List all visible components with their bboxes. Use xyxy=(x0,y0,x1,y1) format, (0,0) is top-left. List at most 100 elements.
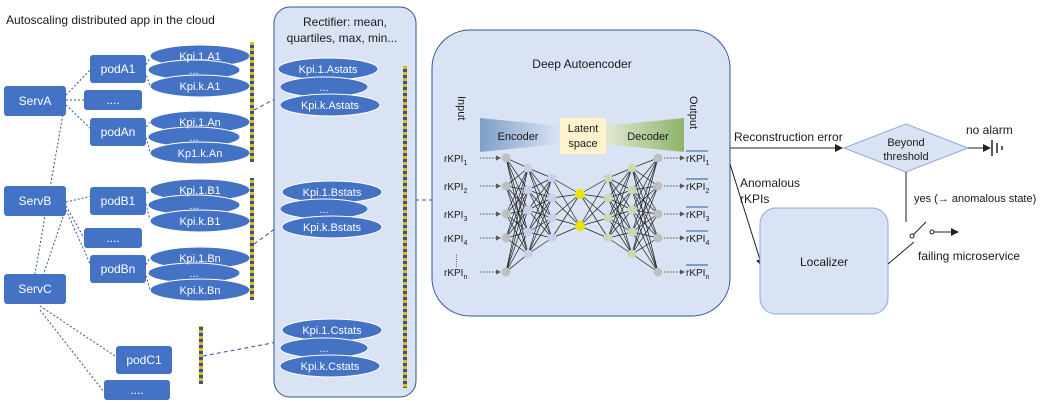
svg-text:Kpi.1.Bstats: Kpi.1.Bstats xyxy=(303,187,362,199)
nn-edge xyxy=(607,217,633,255)
nn-edge xyxy=(527,217,553,233)
input-label: Input xyxy=(455,96,467,120)
svg-text:...: ... xyxy=(189,132,198,144)
nn-edge xyxy=(505,189,529,273)
nn-edge xyxy=(505,213,529,255)
nn-node xyxy=(653,153,663,163)
svg-text:podC1: podC1 xyxy=(126,353,162,367)
input-kpi-3: rKPI3 xyxy=(444,210,467,223)
nn-edge xyxy=(527,177,553,233)
svg-text:Kpi.k.B1: Kpi.k.B1 xyxy=(180,216,221,228)
nn-node xyxy=(627,163,637,173)
nn-edge xyxy=(631,213,659,255)
encoder-label: Encoder xyxy=(498,131,539,143)
svg-text:Kpi.1.B1: Kpi.1.B1 xyxy=(179,185,221,197)
pod-B1: podB1 xyxy=(90,187,146,215)
nn-edge xyxy=(505,231,529,273)
svg-text:Kpi.k.Bstats: Kpi.k.Bstats xyxy=(303,222,362,234)
nn-node xyxy=(501,181,511,191)
anomalous-label-2: rKPIs xyxy=(740,192,769,206)
nn-edge xyxy=(551,193,581,219)
kpi-cluster-An: Kpi.1.An ... Kp1.k.An xyxy=(147,110,251,165)
svg-text:podA1: podA1 xyxy=(101,62,136,76)
nn-edge xyxy=(505,189,529,239)
pod-An: podAn xyxy=(90,118,146,146)
output-label: Output xyxy=(687,96,699,129)
service-A: ServA xyxy=(4,86,66,116)
svg-text:ServC: ServC xyxy=(18,282,52,296)
pod-ellipsis-C: .... xyxy=(104,380,170,400)
nn-edge xyxy=(631,157,659,255)
pod-Bn: podBn xyxy=(90,255,146,283)
svg-text:Kpi.1.Cstats: Kpi.1.Cstats xyxy=(302,325,362,337)
failing-microservice-label: failing microservice xyxy=(918,249,1020,263)
nn-node xyxy=(547,193,557,203)
svg-text:Rectifier: mean,: Rectifier: mean, xyxy=(303,15,387,29)
nn-edge xyxy=(579,193,609,239)
nn-edge xyxy=(631,237,659,255)
nn-node xyxy=(627,249,637,259)
nn-edge xyxy=(505,213,529,233)
svg-text:....: .... xyxy=(106,93,119,107)
output-kpi-n: rKPIn xyxy=(686,268,709,281)
input-vdots: ...... xyxy=(454,254,463,267)
nn-edge xyxy=(579,225,609,239)
svg-text:quartiles, max, min...: quartiles, max, min... xyxy=(287,31,398,45)
svg-text:...: ... xyxy=(189,268,198,280)
nn-edge xyxy=(631,157,659,169)
svg-text:...: ... xyxy=(189,65,198,77)
nn-edge xyxy=(527,197,553,255)
yes-label: yes (→ anomalous state) xyxy=(914,193,1036,205)
nn-node xyxy=(547,233,557,243)
decoder-wedge xyxy=(606,118,684,152)
nn-edge xyxy=(505,253,529,273)
nn-edge xyxy=(631,213,659,233)
nn-node xyxy=(603,233,613,243)
nn-edge xyxy=(505,167,529,187)
input-kpi-1: rKPI1 xyxy=(444,154,467,167)
ground-icon xyxy=(991,140,1003,156)
svg-text:Kpi.k.Cstats: Kpi.k.Cstats xyxy=(301,361,360,373)
nn-node xyxy=(501,209,511,219)
nn-edge xyxy=(551,197,581,227)
nn-edge xyxy=(631,167,659,215)
nn-edge xyxy=(607,167,633,239)
nn-edge xyxy=(607,217,633,233)
nn-edge xyxy=(631,189,659,239)
nn-edge xyxy=(551,177,581,195)
nn-edge xyxy=(607,197,633,255)
rectifier-output-bar xyxy=(403,66,407,388)
svg-text:Deep Autoencoder: Deep Autoencoder xyxy=(532,57,631,71)
latent-label-2: space xyxy=(568,138,597,150)
pod-A1: podA1 xyxy=(90,55,146,83)
nn-node xyxy=(653,233,663,243)
threshold-decision: Beyond threshold xyxy=(842,123,970,173)
nn-edge xyxy=(607,237,633,255)
pod-C1: podC1 xyxy=(116,346,172,374)
svg-text:podAn: podAn xyxy=(101,125,136,139)
svg-text:...: ... xyxy=(319,343,328,355)
nn-edge xyxy=(579,197,609,227)
kpi-cluster-A1: Kpi.1.A1 ... Kpi.k.A1 xyxy=(147,44,251,98)
nn-node xyxy=(547,173,557,183)
nn-node xyxy=(575,189,585,199)
svg-text:ServA: ServA xyxy=(19,94,52,108)
nn-edge xyxy=(631,185,659,211)
nn-edge xyxy=(631,167,659,187)
nn-edge xyxy=(505,209,529,273)
nn-node xyxy=(523,249,533,259)
svg-text:Kpi.1.Astats: Kpi.1.Astats xyxy=(299,64,358,76)
nn-edge xyxy=(631,157,659,211)
nn-node xyxy=(653,181,663,191)
svg-text:Beyond: Beyond xyxy=(887,137,924,149)
svg-text:....: .... xyxy=(106,231,119,245)
reconstruction-error-label: Reconstruction error xyxy=(734,130,843,144)
nn-node xyxy=(603,213,613,223)
nn-edge xyxy=(505,237,529,255)
nn-edge xyxy=(631,209,659,239)
svg-text:podB1: podB1 xyxy=(101,194,136,208)
output-kpi-3: rKPI3 xyxy=(686,210,709,223)
nn-edge xyxy=(579,177,609,227)
nn-edge xyxy=(551,177,581,227)
